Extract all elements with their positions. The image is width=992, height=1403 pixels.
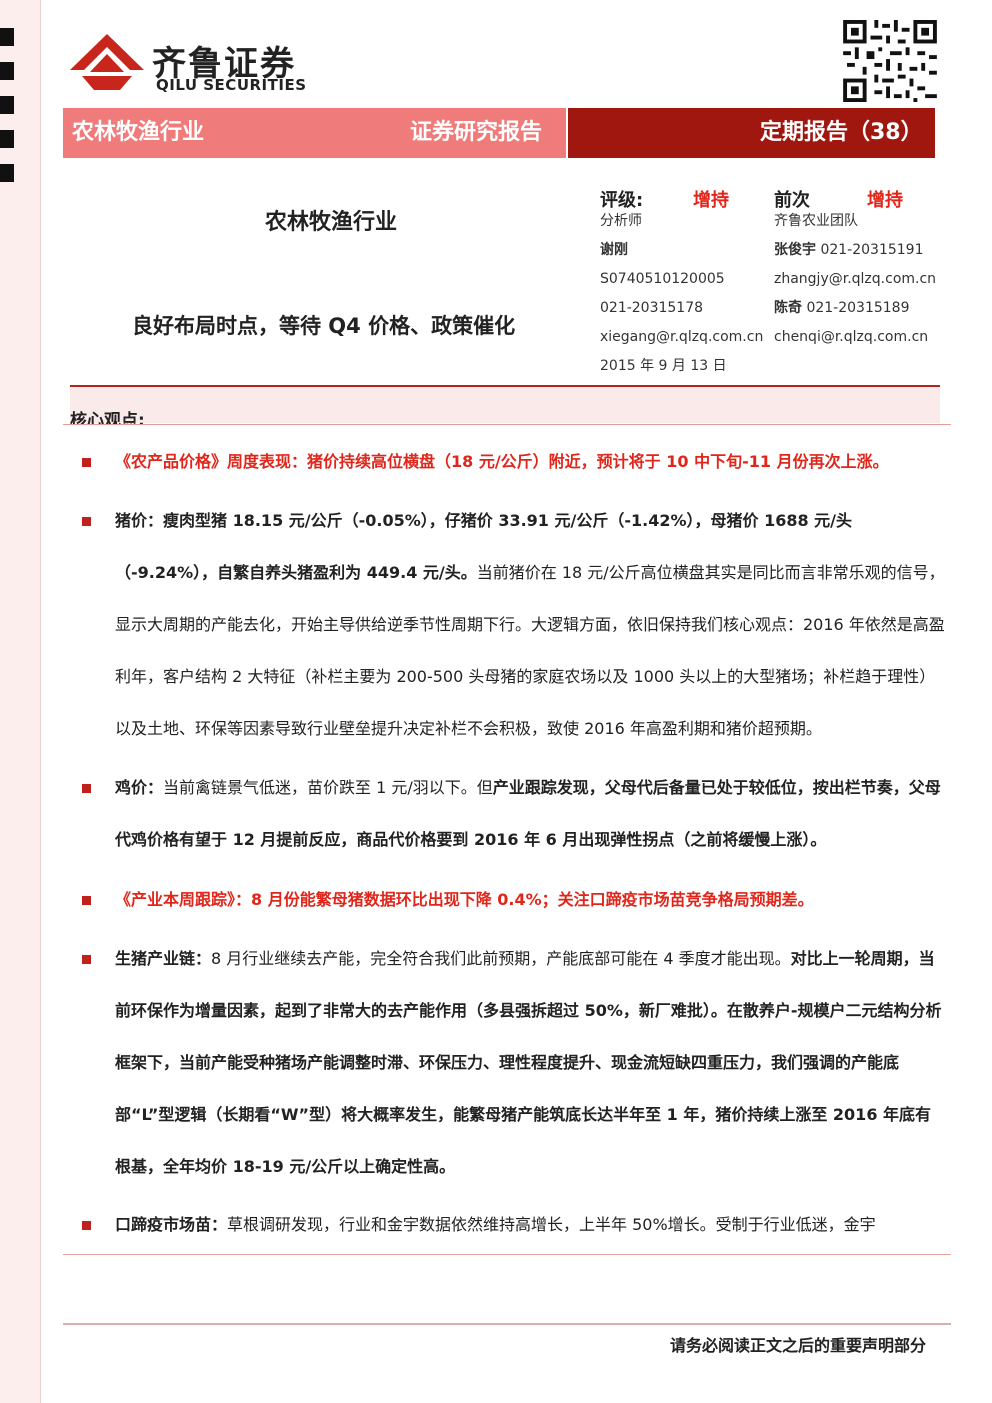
rating-value: 增持 xyxy=(693,190,729,211)
disclaimer-note: 请务必阅读正文之后的重要声明部分 xyxy=(669,1336,926,1355)
section-divider xyxy=(70,385,940,387)
bullet-icon xyxy=(82,896,91,905)
qilu-logo-icon xyxy=(70,34,144,90)
core-view-divider xyxy=(63,424,951,425)
hog-price-figures: 瘦肉型猪 18.15 元/公斤（-0.05%），仔猪价 33.91 元/公斤（-… xyxy=(115,511,853,582)
analyst-cert: S0740510120005 xyxy=(600,271,725,287)
analyst-email[interactable]: xiegang@r.qlzq.com.cn xyxy=(600,329,764,345)
price-weekly-paragraph: 《农产品价格》周度表现：猪价持续高位横盘（18 元/公斤）附近，预计将于 10 … xyxy=(115,452,889,471)
qr-code-icon xyxy=(843,20,937,102)
team-member-1: 张俊宇 021-20315191 xyxy=(774,240,923,260)
team-name: 齐鲁农业团队 xyxy=(774,213,858,229)
analyst-role: 分析师 xyxy=(600,213,642,229)
left-margin-mark xyxy=(0,130,14,148)
team-member-1-email[interactable]: zhangjy@r.qlzq.com.cn xyxy=(774,271,937,287)
header-band-left xyxy=(63,108,566,158)
fmd-vaccine-lead: 口蹄疫市场苗： xyxy=(115,1215,228,1234)
fmd-vaccine-text: 草根调研发现，行业和金宇数据依然维持高增长，上半年 50%增长。受制于行业低迷，… xyxy=(227,1215,876,1234)
previous-rating-value: 增持 xyxy=(867,190,903,211)
header-report-number: 定期报告（38） xyxy=(760,120,923,145)
team-member-2-phone: 021-20315189 xyxy=(806,300,910,316)
rating-label: 评级: xyxy=(600,190,644,211)
brand-name-cn: 齐鲁证券 xyxy=(152,44,296,84)
report-sector-title: 农林牧渔行业 xyxy=(265,210,398,235)
left-margin-mark xyxy=(0,62,14,80)
previous-rating-label: 前次 xyxy=(774,190,810,211)
left-margin-mark xyxy=(0,164,14,182)
hog-chain-lead: 生猪产业链： xyxy=(115,949,212,968)
report-date: 2015 年 9 月 13 日 xyxy=(600,358,727,374)
hog-chain-intro: 8 月行业继续去产能，完全符合我们此前预期，产能底部可能在 4 季度才能出现。 xyxy=(211,949,791,968)
analyst-phone: 021-20315178 xyxy=(600,300,704,316)
hog-chain-analysis: 对比上一轮周期，当前环保作为增量因素，起到了非常大的去产能作用（多县强拆超过 5… xyxy=(115,949,942,1176)
team-member-1-phone: 021-20315191 xyxy=(820,242,924,258)
team-member-2: 陈奇 021-20315189 xyxy=(774,298,909,318)
chicken-price-lead: 鸡价： xyxy=(115,778,164,797)
left-margin-mark xyxy=(0,96,14,114)
bullet-icon xyxy=(82,458,91,467)
header-band-right xyxy=(568,108,935,158)
analyst-name: 谢刚 xyxy=(600,242,628,258)
header-sector: 农林牧渔行业 xyxy=(72,120,205,145)
left-margin-bar xyxy=(0,0,41,1403)
industry-tracking-paragraph: 《产业本周跟踪》：8 月份能繁母猪数据环比出现下降 0.4%；关注口蹄疫市场苗竞… xyxy=(115,890,814,909)
bullet-icon xyxy=(82,784,91,793)
brand-name-en: QILU SECURITIES xyxy=(156,76,307,94)
chicken-price-tracking: 产业跟踪发现，父母代后备量已处于较低位，按出栏节奏，父母代鸡价格有望于 12 月… xyxy=(115,778,941,849)
footer-divider xyxy=(63,1323,951,1325)
team-member-2-name: 陈奇 xyxy=(774,300,802,316)
core-view-label: 核心观点: xyxy=(70,411,145,424)
bullet-icon xyxy=(82,517,91,526)
header-report-type: 证券研究报告 xyxy=(410,120,543,145)
core-view-header-bg xyxy=(70,387,940,423)
left-margin-mark xyxy=(0,28,14,46)
team-member-1-name: 张俊宇 xyxy=(774,242,816,258)
bullet-icon xyxy=(82,1221,91,1230)
report-main-title: 良好布局时点，等待 Q4 价格、政策催化 xyxy=(132,314,516,338)
hog-chain-paragraph: 生猪产业链：8 月行业继续去产能，完全符合我们此前预期，产能底部可能在 4 季度… xyxy=(115,933,945,1193)
chicken-price-paragraph: 鸡价：当前禽链景气低迷，苗价跌至 1 元/羽以下。但产业跟踪发现，父母代后备量已… xyxy=(115,762,945,866)
chicken-price-intro: 当前禽链景气低迷，苗价跌至 1 元/羽以下。但 xyxy=(163,778,493,797)
hog-price-analysis: 当前猪价在 18 元/公斤高位横盘其实是同比而言非常乐观的信号，显示大周期的产能… xyxy=(115,563,945,738)
hog-price-paragraph: 猪价：瘦肉型猪 18.15 元/公斤（-0.05%），仔猪价 33.91 元/公… xyxy=(115,495,945,755)
bullet-icon xyxy=(82,955,91,964)
hog-price-lead: 猪价： xyxy=(115,511,164,530)
fmd-vaccine-paragraph: 口蹄疫市场苗：草根调研发现，行业和金宇数据依然维持高增长，上半年 50%增长。受… xyxy=(115,1199,945,1251)
page-bottom-divider xyxy=(63,1254,951,1255)
team-member-2-email[interactable]: chenqi@r.qlzq.com.cn xyxy=(774,329,929,345)
